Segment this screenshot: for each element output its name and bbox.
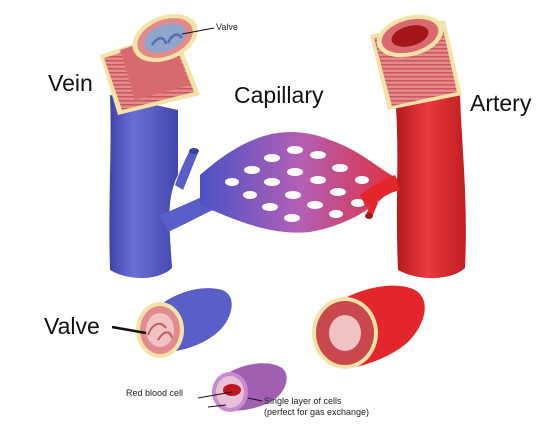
single-layer-line1: Single layer of cells [264,396,369,407]
red-blood-cell-label: Red blood cell [126,388,183,399]
capillary-label: Capillary [234,82,323,109]
red-blood-cell-shape [223,384,241,396]
artery [360,8,466,278]
vein-cross-section [136,288,232,358]
artery-label: Artery [470,90,531,117]
single-layer-line2: (perfect for gas exchange) [264,407,369,418]
valve-label-large: Valve [44,313,100,340]
valve-label-small: Valve [216,22,238,33]
single-layer-label: Single layer of cells (perfect for gas e… [264,396,369,418]
artery-cross-section [312,286,425,369]
vein [100,5,236,278]
vein-label: Vein [48,70,93,97]
